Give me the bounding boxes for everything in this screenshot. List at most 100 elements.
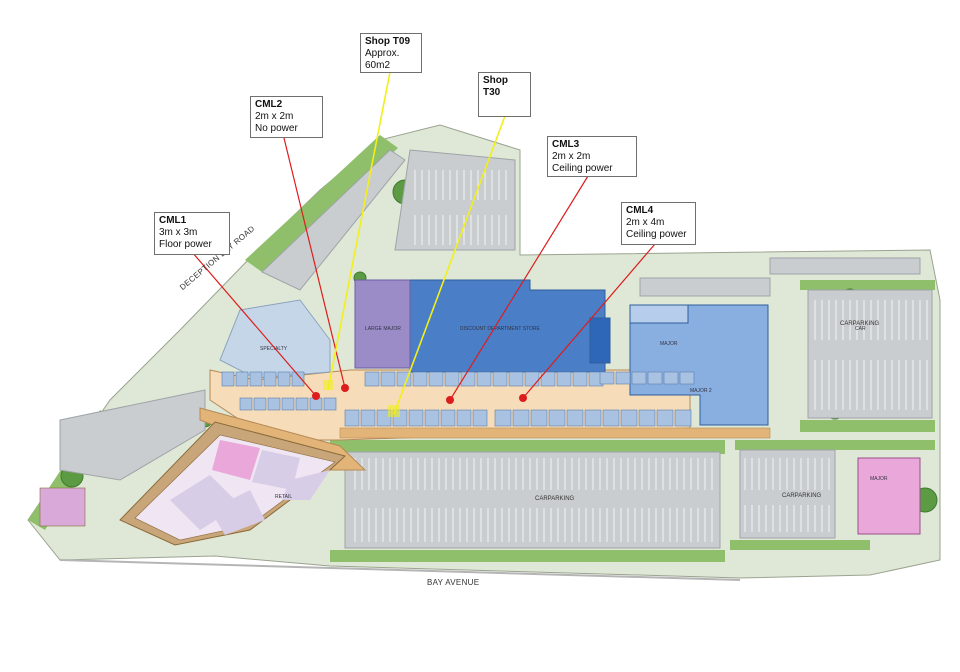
shop-unit (253, 397, 267, 411)
callout-cml1: CML1 3m x 3m Floor power (154, 212, 230, 255)
shop-unit (444, 371, 460, 387)
shop-unit (239, 397, 253, 411)
shop-unit (360, 409, 376, 427)
carparking-label-3: CARPARKING (840, 321, 880, 327)
shop-unit (221, 371, 235, 387)
callout-cml3-size: 2m x 2m (552, 151, 591, 162)
shop-unit (584, 409, 602, 427)
shop-unit (472, 409, 488, 427)
shop-unit (267, 397, 281, 411)
shop-unit (291, 371, 305, 387)
shop-unit (263, 371, 277, 387)
shop-unit (428, 371, 444, 387)
svg-text:DISCOUNT DEPARTMENT STORE: DISCOUNT DEPARTMENT STORE (460, 326, 540, 332)
shop-unit (572, 371, 588, 387)
shop-unit (540, 371, 556, 387)
shop-unit (408, 409, 424, 427)
svg-text:CAR: CAR (855, 326, 866, 332)
callout-cml4-size: 2m x 4m (626, 217, 665, 228)
svg-text:MAJOR: MAJOR (870, 476, 888, 482)
shop-unit (494, 409, 512, 427)
callout-shop-t09: Shop T09 Approx. 60m2 (360, 33, 422, 73)
shop-unit (599, 371, 615, 385)
shop-unit (638, 409, 656, 427)
callout-pointers (191, 71, 656, 417)
marker-t30 (388, 405, 400, 417)
retail-precinct (39, 421, 347, 546)
anchor-buildings (219, 279, 769, 426)
marker-t09 (323, 380, 333, 390)
callout-cml2-power: No power (255, 123, 298, 134)
shop-unit (235, 371, 249, 387)
shop-unit (295, 397, 309, 411)
callout-cml2-size: 2m x 2m (255, 111, 294, 122)
callout-cml3-title: CML3 (552, 139, 580, 150)
callout-cml1-size: 3m x 3m (159, 227, 198, 238)
pink-building (857, 457, 921, 535)
pointer-cml3 (449, 175, 589, 401)
callout-cml2: CML2 2m x 2m No power (250, 96, 323, 138)
marker-cml4 (519, 394, 527, 402)
shop-unit (674, 409, 692, 427)
shop-unit (424, 409, 440, 427)
svg-text:MAJOR 2: MAJOR 2 (690, 388, 712, 394)
callout-shop-t09-line1: Approx. (365, 48, 400, 59)
pointer-cml4 (522, 243, 656, 399)
shop-unit (656, 409, 674, 427)
shop-unit (492, 371, 508, 387)
pointer-t30 (393, 115, 506, 415)
callout-cml2-title: CML2 (255, 99, 283, 110)
callout-shop-t09-title: Shop T09 (365, 36, 411, 47)
marker-cml2 (341, 384, 349, 392)
shop-unit (647, 371, 663, 385)
carparking-label-1: CARPARKING (535, 496, 575, 502)
svg-text:LARGE MAJOR: LARGE MAJOR (365, 326, 401, 332)
shop-unit (556, 371, 572, 387)
shop-unit (412, 371, 428, 387)
shop-unit (615, 371, 631, 385)
shop-unit (440, 409, 456, 427)
callout-shop-t30-title: Shop T30 (483, 75, 508, 98)
callout-cml3: CML3 2m x 2m Ceiling power (547, 136, 637, 177)
road-label-bay-avenue: BAY AVENUE (427, 578, 480, 587)
pointer-t09 (327, 71, 391, 391)
shop-unit (631, 371, 647, 385)
building-labels: LARGE MAJOR DISCOUNT DEPARTMENT STORE SP… (260, 326, 888, 500)
marker-cml1 (312, 392, 320, 400)
shop-unit (380, 371, 396, 387)
callout-cml1-title: CML1 (159, 215, 187, 226)
shop-unit (323, 397, 337, 411)
shop-unit (476, 371, 492, 387)
shop-unit (620, 409, 638, 427)
boundary-road (59, 559, 741, 581)
shop-unit (281, 397, 295, 411)
shop-unit (548, 409, 566, 427)
shop-unit (364, 371, 380, 387)
marker-cml3 (446, 396, 454, 404)
shop-unit (249, 371, 263, 387)
area-labels: CARPARKING CARPARKING CARPARKING (535, 321, 880, 502)
shop-unit (508, 371, 524, 387)
parking-stall-lines (354, 170, 928, 542)
shop-unit (602, 409, 620, 427)
shop-unit (530, 409, 548, 427)
shop-unit (524, 371, 540, 387)
shop-units (221, 371, 695, 427)
shop-unit (663, 371, 679, 385)
carparking-label-2: CARPARKING (782, 493, 822, 499)
shop-unit (566, 409, 584, 427)
callout-cml4-title: CML4 (626, 205, 654, 216)
shop-unit (376, 409, 392, 427)
shop-unit (512, 409, 530, 427)
callout-cml3-power: Ceiling power (552, 163, 613, 174)
svg-text:SPECIALTY: SPECIALTY (260, 346, 288, 352)
svg-text:RETAIL: RETAIL (275, 494, 292, 500)
shop-unit (679, 371, 695, 385)
callout-cml4-power: Ceiling power (626, 229, 687, 240)
callout-cml1-power: Floor power (159, 239, 212, 250)
shop-unit (456, 409, 472, 427)
pointer-cml1 (191, 251, 317, 397)
shop-unit (344, 409, 360, 427)
callout-shop-t30: Shop T30 (478, 72, 531, 117)
